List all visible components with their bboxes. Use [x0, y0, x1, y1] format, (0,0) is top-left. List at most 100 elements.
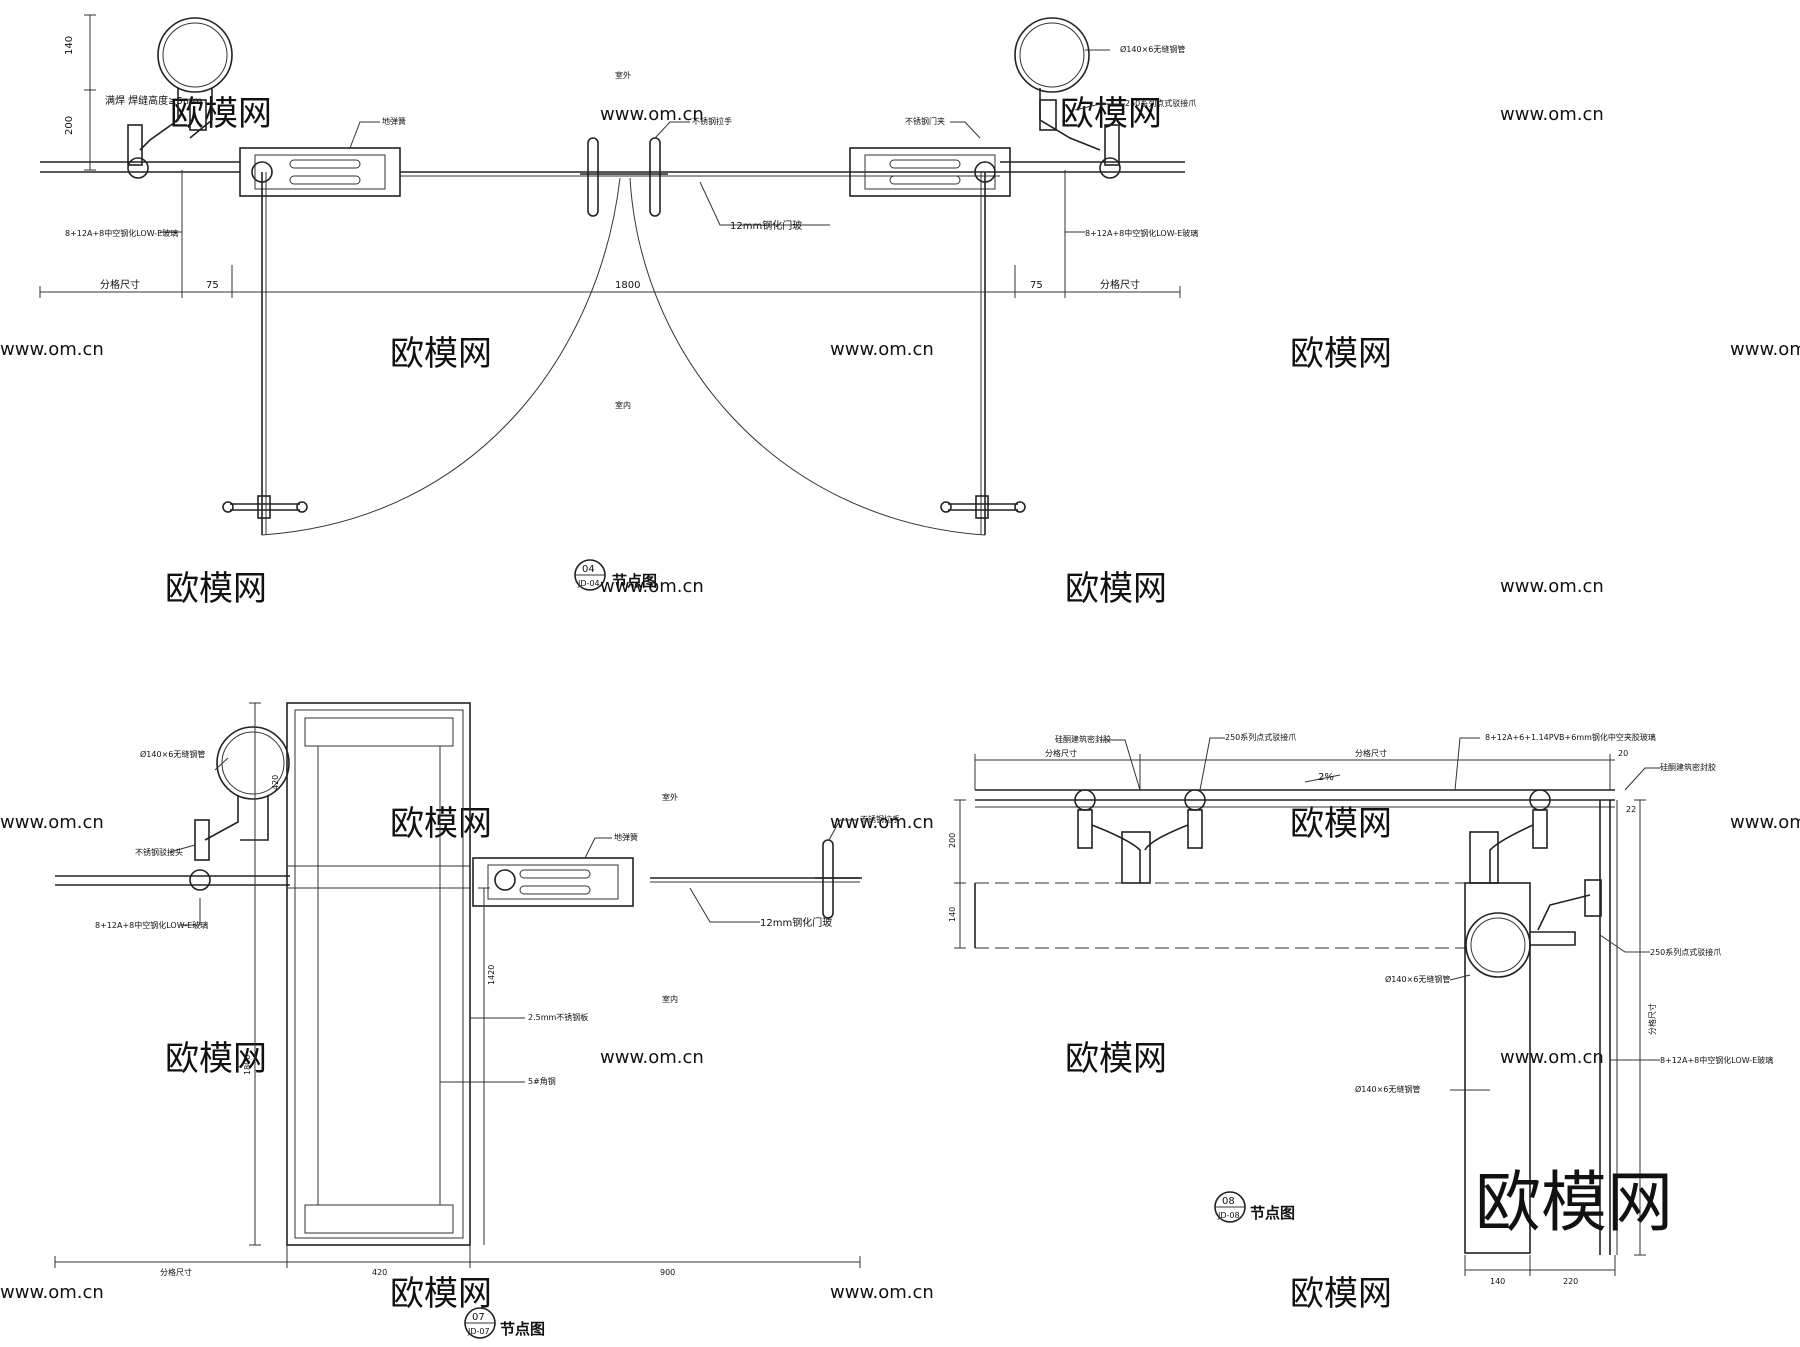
detail-08: 硅酮建筑密封胶 250系列点式驳接爪 8+12A+6+1.14PVB+6mm钢化… [948, 732, 1773, 1286]
label-door-glass: 12mm钢化门玻 [730, 219, 802, 232]
label-spider-top: 250系列点式驳接爪 [1225, 732, 1296, 742]
watermark-brand: 欧模网 [165, 1039, 267, 1079]
dim-420-vertical: 420 [271, 775, 280, 790]
watermark-brand: 欧模网 [390, 334, 492, 374]
floor-spring-left [239, 147, 401, 197]
watermark-url: www.om.cn [0, 1282, 104, 1303]
label-slope: 2% [1318, 772, 1334, 783]
spider-fitting-1 [1074, 789, 1096, 849]
dim-140-bottom: 140 [1490, 1277, 1505, 1286]
watermark-brand: 欧模网 [1060, 94, 1162, 134]
label-pipe-2: Ø140×6无缝钢管 [1355, 1084, 1420, 1094]
dim-1800: 1800 [615, 280, 640, 291]
dim-grid-mid: 分格尺寸 [1355, 748, 1387, 758]
steel-pipe-left [157, 17, 233, 93]
label-glass-left: 8+12A+8中空钢化LOW-E玻璃 [65, 228, 178, 238]
label-glass: 8+12A+8中空钢化LOW-E玻璃 [95, 920, 208, 930]
dim-200: 200 [948, 833, 957, 848]
spider-fitting-3 [1529, 789, 1551, 849]
watermark-url: www.om.cn [830, 339, 934, 360]
label-spider-right: 250系列点式驳接爪 [1125, 98, 1196, 108]
watermark-brand: 欧模网 [390, 804, 492, 844]
label-pull-handle: 不锈钢拉手 [860, 814, 900, 824]
label-rib: 5#角钢 [528, 1076, 556, 1086]
bubble-sheet: JD-08 [1217, 1211, 1240, 1220]
watermark-brand: 欧模网 [1065, 569, 1167, 609]
detail-04: 140 200 满焊 焊缝高度≥5mm Ø140×6无缝钢管 250系列点式驳接… [39, 14, 1198, 591]
detail-title: 节点图 [612, 572, 657, 590]
watermark-brand: 欧模网 [170, 94, 272, 134]
label-room-bottom: 室内 [662, 994, 678, 1004]
label-connector: 不锈钢驳接头 [135, 847, 183, 857]
dim-220-bottom: 220 [1563, 1277, 1578, 1286]
dim-420: 420 [372, 1268, 387, 1277]
label-pipe: Ø140×6无缝钢管 [140, 749, 205, 759]
watermark-layer: 欧模网 www.om.cn 欧模网 www.om.cn www.om.cn 欧模… [0, 94, 1800, 1314]
dim-22: 22 [1626, 805, 1636, 814]
dim-140: 140 [64, 36, 75, 55]
steel-pipe [1465, 912, 1531, 978]
label-weld-note: 满焊 焊缝高度≥5mm [105, 94, 202, 107]
label-room-top: 室外 [615, 70, 631, 80]
dim-140: 140 [948, 907, 957, 922]
watermark-url: www.om.cn [1730, 812, 1800, 833]
label-sealant-left: 硅酮建筑密封胶 [1055, 734, 1111, 744]
dim-1420: 1420 [487, 965, 496, 985]
label-floor-spring: 地弹簧 [614, 832, 638, 842]
label-floor-spring: 地弹簧 [382, 116, 406, 126]
watermark-url: www.om.cn [600, 576, 704, 597]
dim-grid-right: 分格尺寸 [1647, 1003, 1657, 1035]
watermark-brand-large: 欧模网 [1475, 1164, 1673, 1241]
spider-fitting-right [1104, 124, 1120, 166]
label-glass-right: 8+12A+8中空钢化LOW-E玻璃 [1660, 1055, 1773, 1065]
dim-grid-left: 分格尺寸 [100, 278, 140, 291]
bubble-number: 08 [1222, 1196, 1235, 1207]
dim-75-right: 75 [1030, 280, 1043, 291]
label-laminated-glass: 8+12A+6+1.14PVB+6mm钢化中空夹胶玻璃 [1485, 732, 1656, 742]
label-room-bottom: 室内 [615, 400, 631, 410]
dim-20: 20 [1618, 749, 1628, 758]
watermark-url: www.om.cn [1730, 339, 1800, 360]
floor-spring-right [849, 147, 1011, 197]
label-spider-right: 250系列点式驳接爪 [1650, 947, 1721, 957]
bubble-sheet: JD-07 [467, 1327, 490, 1336]
label-room-top: 室外 [662, 792, 678, 802]
steel-pipe-right [1014, 17, 1090, 93]
watermark-url: www.om.cn [0, 812, 104, 833]
watermark-brand: 欧模网 [1290, 804, 1392, 844]
watermark-url: www.om.cn [600, 104, 704, 125]
watermark-url: www.om.cn [1500, 576, 1604, 597]
steel-pipe [216, 726, 290, 800]
bubble-number: 07 [472, 1312, 485, 1323]
label-steel-plate: 2.5mm不锈钢板 [528, 1012, 588, 1022]
bubble-sheet: JD-04 [577, 579, 600, 588]
dim-grid-right: 分格尺寸 [1100, 278, 1140, 291]
spider-fitting-2 [1184, 789, 1206, 849]
dim-1800: 1800 [243, 1055, 252, 1075]
watermark-brand: 欧模网 [1065, 1039, 1167, 1079]
label-pull-handle: 不锈钢拉手 [692, 116, 732, 126]
watermark-brand: 欧模网 [390, 1274, 492, 1314]
dim-900: 900 [660, 1268, 675, 1277]
watermark-url: www.om.cn [1500, 104, 1604, 125]
steel-frame [286, 702, 471, 1246]
pull-handle [822, 839, 834, 919]
pull-handle-right [649, 137, 661, 217]
detail-title: 节点图 [500, 1320, 545, 1338]
watermark-brand: 欧模网 [1290, 1274, 1392, 1314]
label-pipe-1: Ø140×6无缝钢管 [1385, 974, 1450, 984]
watermark-url: www.om.cn [830, 1282, 934, 1303]
label-pipe-right: Ø140×6无缝钢管 [1120, 44, 1185, 54]
watermark-url: www.om.cn [0, 339, 104, 360]
pull-handle-left [587, 137, 599, 217]
bubble-number: 04 [582, 564, 595, 575]
detail-07: Ø140×6无缝钢管 不锈钢驳接头 8+12A+8中空钢化LOW-E玻璃 地弹簧… [54, 702, 900, 1339]
dim-grid-left: 分格尺寸 [1045, 748, 1077, 758]
dim-200: 200 [64, 116, 75, 135]
floor-spring [472, 857, 634, 907]
label-sealant-right: 硅酮建筑密封胶 [1660, 762, 1716, 772]
watermark-brand: 欧模网 [1290, 334, 1392, 374]
dim-75-left: 75 [206, 280, 219, 291]
watermark-url: www.om.cn [600, 1047, 704, 1068]
